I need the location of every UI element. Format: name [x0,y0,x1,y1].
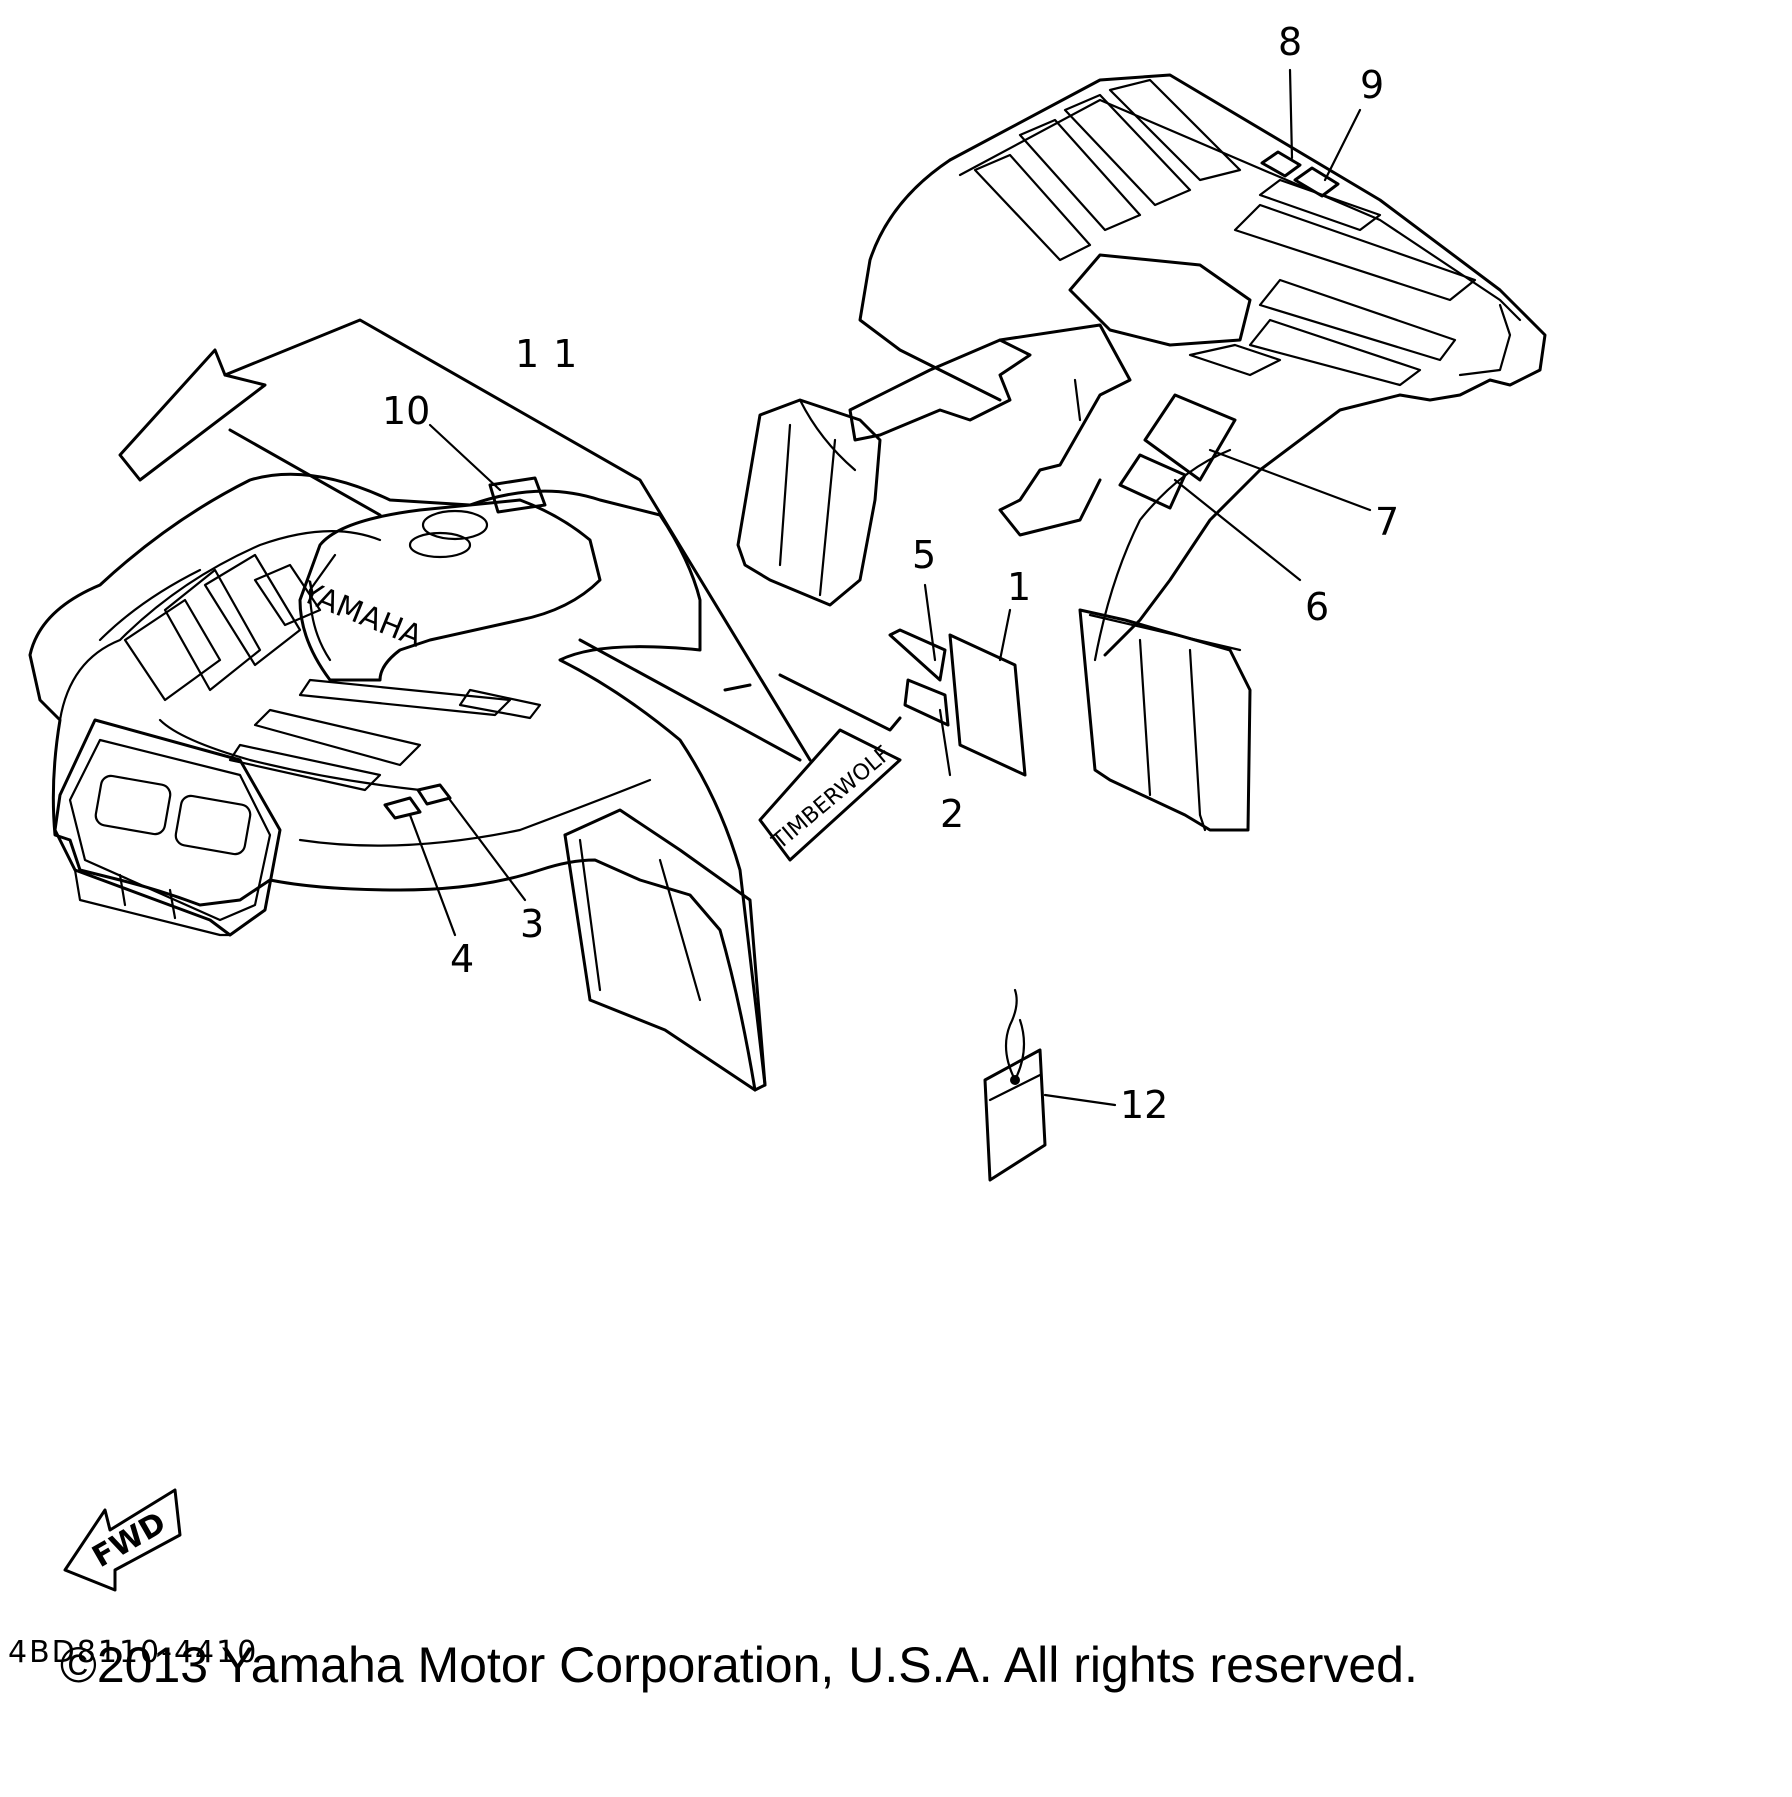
timberwolf-decal-text: TIMBERWOLF [767,741,896,855]
decal-9 [1293,166,1340,198]
callout-10: 10 [382,389,430,433]
decal-2 [903,678,950,727]
callout-3: 3 [520,902,544,946]
decal-3 [416,783,452,806]
callout-12: 12 [1120,1083,1168,1127]
decal-7 [1143,393,1237,482]
leader-lines [408,68,1372,1107]
fwd-arrow-icon: FWD [63,1488,182,1592]
rear-fender [736,73,1547,832]
decal-11-timberwolf-piece [758,728,902,862]
callout-2: 2 [940,792,964,836]
drawing-code: 4BD8110-4410 [8,1635,258,1670]
callout-9: 9 [1360,63,1384,107]
decal-11-left-piece [118,348,267,482]
yamaha-decal-text: YAMAHA [296,575,427,655]
callout-11: 11 [515,332,591,376]
copyright-notice: ©2013 Yamaha Motor Corporation, U.S.A. A… [60,1637,1418,1693]
decal-10 [488,476,547,514]
decal-6 [1118,453,1187,510]
tag-12 [983,988,1047,1182]
callout-5: 5 [912,533,936,577]
callout-6: 6 [1305,585,1329,629]
loose-decals [888,628,1027,777]
decal-1 [948,633,1027,777]
front-fender: YAMAHA [28,472,767,1092]
fwd-label: FWD [87,1505,172,1575]
decal-8 [1260,150,1302,178]
part-callouts: 1 2 3 4 5 6 7 8 9 10 11 12 [382,20,1399,1127]
callout-8: 8 [1278,20,1302,64]
callout-4: 4 [450,937,474,981]
callout-7: 7 [1375,500,1399,544]
decal-4 [383,796,422,820]
decal-5 [888,628,947,682]
decal-11-assembly: TIMBERWOLF [118,318,902,862]
callout-1: 1 [1007,565,1031,609]
